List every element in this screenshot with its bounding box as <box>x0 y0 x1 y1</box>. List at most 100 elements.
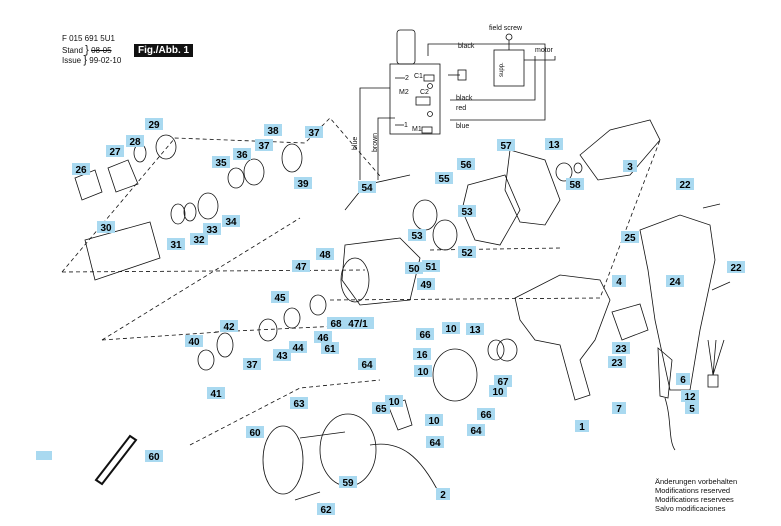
part-label-text: 38 <box>267 126 279 137</box>
ring-58 <box>573 162 583 174</box>
part-label-box <box>405 262 423 274</box>
part-label-box <box>167 238 185 250</box>
part-label-text: 60 <box>148 452 160 463</box>
part-label-10: 10 <box>414 365 432 378</box>
part-label-text: 36 <box>236 150 248 161</box>
part-label-box <box>426 436 444 448</box>
part-label-box <box>436 488 450 500</box>
part-label-text: 47 <box>295 262 307 273</box>
housing-bore <box>340 257 370 303</box>
part-label-6: 6 <box>676 373 690 386</box>
washer-32 <box>183 202 197 222</box>
part-label-text: 30 <box>100 223 112 234</box>
part-label-text: 12 <box>684 392 696 403</box>
terminal-m1: M1 <box>412 126 422 133</box>
part-label-54: 54 <box>358 181 376 194</box>
part-label-text: 47/1 <box>348 319 368 330</box>
stand-line: Stand } 08-05 <box>62 44 112 56</box>
part-label-23: 23 <box>612 342 630 355</box>
part-label-box <box>422 260 440 272</box>
part-label-box <box>358 181 376 193</box>
part-label-box <box>372 402 390 414</box>
part-label-box <box>190 233 208 245</box>
part-label-box <box>72 163 90 175</box>
part-label-58: 58 <box>566 178 584 191</box>
part-label-box <box>289 341 307 353</box>
part-label-box <box>271 291 289 303</box>
part-label-box <box>681 390 699 402</box>
part-label-text: 25 <box>624 233 636 244</box>
terminal-1: 1 <box>404 122 408 129</box>
part-label-box <box>413 348 431 360</box>
part-label-box <box>676 373 690 385</box>
part-label-42: 42 <box>220 320 238 333</box>
part-label-box <box>466 323 484 335</box>
wire-black-mid: black <box>456 95 473 102</box>
part-label-box <box>203 223 221 235</box>
part-label-text: 4 <box>616 277 622 288</box>
part-label-text: 48 <box>319 250 331 261</box>
part-label-text: 64 <box>429 438 441 449</box>
part-label-40: 40 <box>185 335 203 348</box>
part-label-text: 22 <box>679 180 691 191</box>
part-label-text: 31 <box>170 240 182 251</box>
part-label-48: 48 <box>316 248 334 261</box>
part-label-box <box>435 172 453 184</box>
part-label-box <box>294 177 312 189</box>
part-label-text: 13 <box>548 140 560 151</box>
doc-number: F 015 691 5U1 <box>62 34 115 43</box>
part-label-23: 23 <box>608 356 626 369</box>
part-label-text: 64 <box>470 426 482 437</box>
part-label-text: 22 <box>730 263 742 274</box>
part-label-text: 10 <box>445 324 457 335</box>
part-label-text: 7 <box>616 404 622 415</box>
part-label-5: 5 <box>685 402 699 415</box>
part-label-61: 61 <box>321 342 339 355</box>
ring-67 <box>496 338 518 362</box>
issue-value: 99-02-10 <box>89 56 122 65</box>
part-label-text: 24 <box>669 277 681 288</box>
cord-guard-6 <box>657 347 673 399</box>
part-label-box <box>342 317 374 329</box>
part-label-box <box>416 328 434 340</box>
part-label-63: 63 <box>290 397 308 410</box>
part-label-text: 26 <box>75 165 87 176</box>
part-label-text: 64 <box>361 360 373 371</box>
part-label-57: 57 <box>497 139 515 152</box>
part-label-text: 66 <box>480 410 492 421</box>
wire-black-top: black <box>458 43 475 50</box>
part-label-64: 64 <box>467 424 485 437</box>
part-label-box <box>477 408 495 420</box>
part-label-text: 68 <box>330 319 342 330</box>
part-label-text: 5 <box>689 404 695 415</box>
wire-red: red <box>456 105 467 112</box>
part-label-25: 25 <box>621 231 639 244</box>
bearing-13-low <box>487 339 505 361</box>
suppressor-leads <box>707 339 725 376</box>
part-label-box <box>612 402 626 414</box>
part-label-26: 26 <box>72 163 90 176</box>
part-label-text: 6 <box>680 375 686 386</box>
part-label-text: 10 <box>492 387 504 398</box>
part-label-10: 10 <box>425 414 443 427</box>
part-label-box <box>612 342 630 354</box>
part-label-box <box>321 342 339 354</box>
part-label-37: 37 <box>243 358 261 371</box>
part-label-27: 27 <box>106 145 124 158</box>
footnotes: Änderungen vorbehalten Modifications res… <box>655 477 737 513</box>
part-label-box <box>497 139 515 151</box>
terminal-c1-block <box>423 74 435 82</box>
screw-22-right <box>711 281 731 291</box>
part-label-text: 65 <box>375 404 387 415</box>
part-label-box <box>222 215 240 227</box>
chuck-body <box>84 221 161 281</box>
baffle-59 <box>262 425 304 495</box>
bearing-42 <box>216 332 234 358</box>
part-label-box <box>233 148 251 160</box>
terminal-m2-block <box>415 96 431 106</box>
washer-43 <box>258 318 278 342</box>
part-label-text: 55 <box>438 174 450 185</box>
part-label-1: 1 <box>575 420 589 433</box>
part-label-46: 46 <box>314 331 332 344</box>
